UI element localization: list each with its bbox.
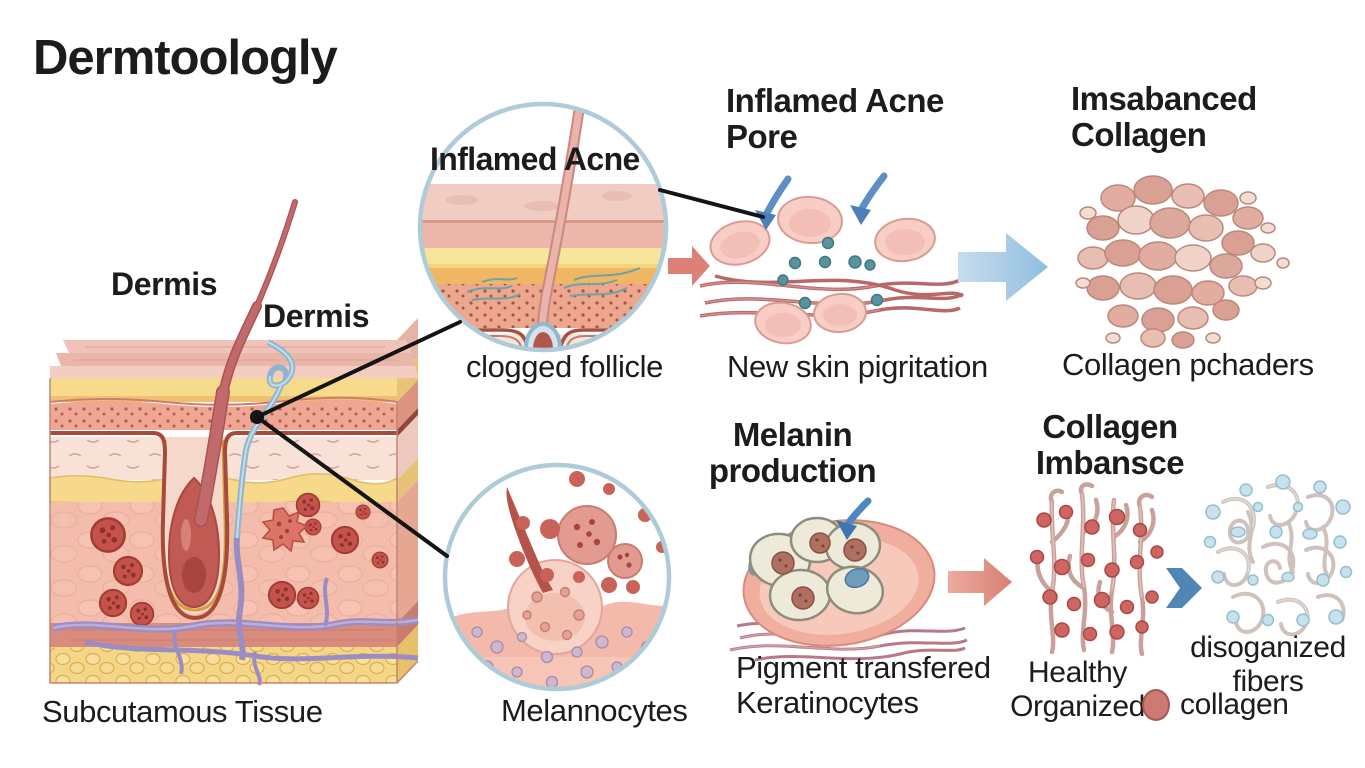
arrow-right-pink-bottom: [948, 558, 1012, 606]
bacteria-dots: [777, 236, 884, 310]
healthy-fibers-illustration: [1029, 482, 1164, 657]
acne-pore-illustration: [699, 172, 964, 345]
skin-cells: [709, 195, 936, 345]
heading-inflamed-acne-pore: Inflamed Acne Pore: [726, 82, 944, 155]
blood-vessels-purple: [52, 577, 419, 686]
collagen-dots: [1029, 504, 1164, 642]
label-disorganized-fibers: disoganized fibers: [1190, 631, 1346, 698]
label-healthy-organized: Healthy Organized: [1010, 656, 1145, 723]
label-new-skin-pigritation: New skin pigritation: [727, 349, 988, 384]
heading-collagen-imbalance: Collagen Imbansce: [1035, 408, 1185, 481]
label-collagen-pchaders: Collagen pchaders: [1062, 347, 1314, 382]
collagen-legend-dot: [1142, 688, 1170, 721]
label-subcutaneous-tissue: Subcutamous Tissue: [42, 694, 323, 729]
inflamed-acne-inset-illustration: [417, 101, 669, 353]
arrow-right-blue-top: [958, 233, 1048, 301]
inset-title-inflamed-acne: Inflamed Acne: [430, 141, 640, 177]
skin-block-illustration: [49, 199, 419, 686]
label-clogged-follicle: clogged follicle: [466, 349, 663, 384]
hair-shaft: [194, 199, 298, 527]
label-pigment-keratinocytes: Pigment transfered Keratinocytes: [736, 650, 991, 721]
fragment-blobs: [1203, 474, 1353, 627]
arrow-right-pink-top: [668, 246, 710, 286]
nerve-fibers: [466, 267, 641, 301]
page-title: Dermtoologly: [33, 31, 338, 85]
disorganized-fibers-illustration: [1203, 474, 1353, 637]
melanosome-spheres: [509, 471, 668, 594]
hair-spike: [506, 487, 553, 593]
melanin-arrow-icon: [836, 497, 872, 540]
imbalanced-collagen-illustration: [1075, 175, 1290, 349]
collagen-legend-label: collagen: [1180, 688, 1289, 721]
heading-melanin-production: Melanin production: [708, 416, 877, 489]
melanin-production-illustration: [729, 497, 968, 662]
melanocytes-inset-illustration: [442, 462, 672, 692]
inflammation-arrow-icon: [755, 172, 888, 230]
label-melanocytes: Melannocytes: [501, 693, 688, 728]
cell-nuclei: [771, 532, 870, 610]
label-dermis-lower: Dermis: [263, 298, 370, 334]
collagen-legend: collagen: [1142, 688, 1289, 722]
label-dermis-upper: Dermis: [111, 266, 218, 302]
heading-imbalanced-collagen: Imsabanced Collagen: [1071, 80, 1257, 153]
arrow-chevron-blue: [1166, 568, 1202, 608]
